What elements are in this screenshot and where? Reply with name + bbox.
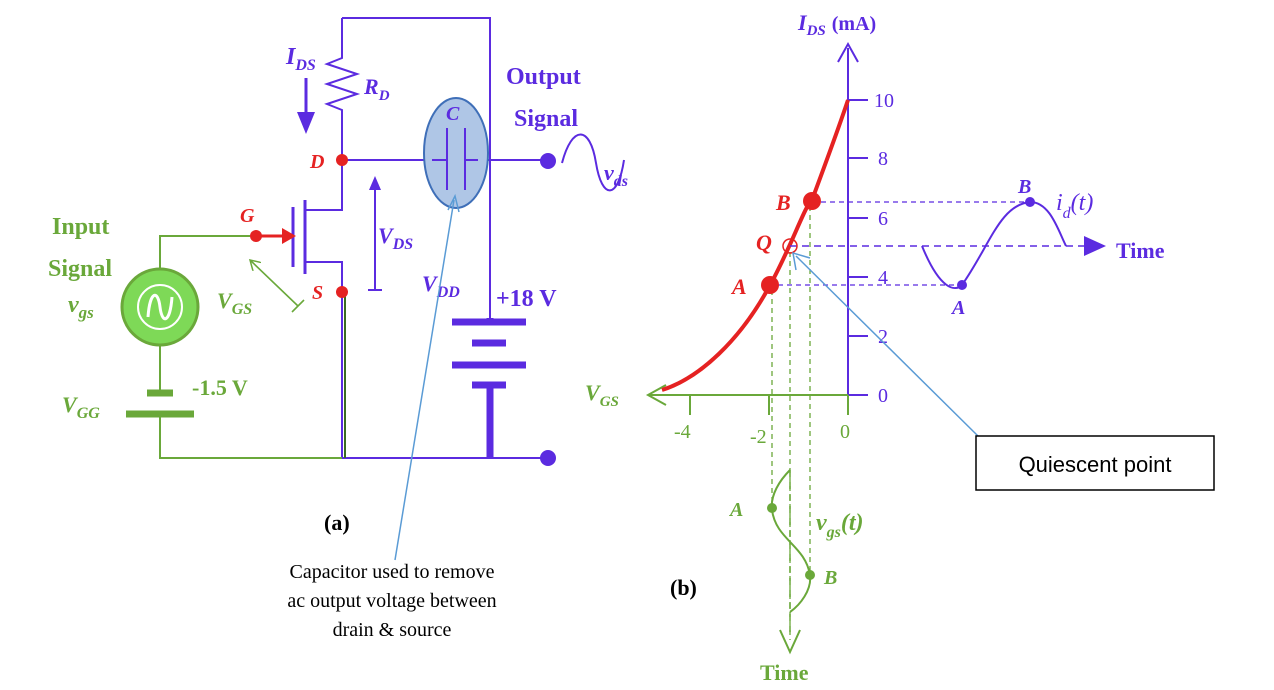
time-label-bottom: Time <box>760 660 809 685</box>
vgs-t-label: vgs(t) <box>816 510 864 541</box>
wave-point-b <box>1025 197 1035 207</box>
vdd-value: +18 V <box>496 286 557 312</box>
gate-voltage-wave <box>770 469 812 613</box>
x-tick-labels: -4 -2 0 <box>674 421 850 448</box>
ground-rail <box>341 292 548 459</box>
rd-label: RD <box>363 74 390 104</box>
quiescent-callout-text: Quiescent point <box>1019 452 1172 477</box>
source-node <box>336 286 348 298</box>
time-axis-bottom-arrow <box>779 629 801 655</box>
ids-arrow-head <box>297 112 315 134</box>
ground-terminal <box>540 450 556 466</box>
x-axis-arrow <box>645 384 667 406</box>
vgg-label: VGG <box>62 392 100 422</box>
circuit-diagram: IDS RD C D G S VDS VGS VDD +18 V VGG -1.… <box>48 17 628 641</box>
gate-wave-point-a <box>767 503 777 513</box>
capacitor-note-line3: drain & source <box>333 619 452 641</box>
y-tick-label-2: 2 <box>878 326 888 348</box>
capacitor-highlight <box>423 97 489 209</box>
point-a-marker <box>761 276 779 294</box>
x-tick-label-neg4: -4 <box>674 421 691 443</box>
x-tick-label-0: 0 <box>840 421 850 443</box>
x-axis-label: VGS <box>585 380 619 410</box>
y-tick-labels: 0 2 4 6 8 10 <box>874 90 894 407</box>
projection-lines-green <box>771 206 811 640</box>
drain-lead <box>305 160 343 211</box>
output-vds-label: vds <box>604 160 628 190</box>
output-title-line1: Output <box>506 64 581 90</box>
transfer-curve <box>661 99 850 392</box>
input-vgs-label: vgs <box>68 292 94 322</box>
input-sine-icon <box>146 294 174 320</box>
quiescent-callout-box <box>975 435 1215 491</box>
x-tick-label-neg2: -2 <box>750 426 767 448</box>
cap-label: C <box>446 103 460 125</box>
gate-wave-label-a: A <box>728 499 743 521</box>
vds-label: VDS <box>378 223 413 253</box>
vds-arrow <box>368 185 382 291</box>
wave-label-a: A <box>950 297 965 319</box>
capacitor-note-line1: Capacitor used to remove <box>290 561 495 583</box>
vgs-label: VGS <box>217 288 252 318</box>
y-tick-label-6: 6 <box>878 208 888 230</box>
capacitor-callout-head <box>447 193 460 213</box>
capacitor-note-line2: ac output voltage between <box>287 590 496 612</box>
wave-point-a <box>957 280 967 290</box>
y-ticks <box>848 99 868 396</box>
drain-label: D <box>309 151 324 173</box>
output-terminal <box>540 153 556 169</box>
time-label-right: Time <box>1116 238 1165 263</box>
quiescent-callout-head <box>792 251 811 271</box>
point-b-marker <box>803 192 821 210</box>
vdd-label: VDD <box>422 271 460 301</box>
wave-label-b: B <box>1017 176 1031 198</box>
output-title-line2: Signal <box>514 106 578 132</box>
gate-node <box>250 230 262 242</box>
point-b-label: B <box>775 190 791 215</box>
x-ticks <box>689 395 849 415</box>
capacitor-callout-line <box>394 199 455 561</box>
caption-b: (b) <box>670 575 697 600</box>
transfer-characteristic-graph: 0 2 4 6 8 10 IDS(mA) -4 -2 0 VGS <box>585 10 1215 685</box>
y-tick-label-10: 10 <box>874 90 894 112</box>
y-axis-label: IDS(mA) <box>797 10 876 39</box>
input-loop-wire <box>159 235 342 459</box>
vgg-battery <box>126 389 194 418</box>
id-t-label: id(t) <box>1056 190 1093 222</box>
output-sine-icon <box>561 133 625 192</box>
vdd-battery <box>452 318 526 458</box>
vgs-arrow <box>250 260 299 307</box>
gate-wave-label-b: B <box>823 567 837 589</box>
gate-wave-point-b <box>805 570 815 580</box>
y-tick-label-0: 0 <box>878 385 888 407</box>
caption-a: (a) <box>324 510 350 535</box>
vgg-value: -1.5 V <box>192 375 248 400</box>
quiescent-callout-line <box>795 255 979 437</box>
input-title-line2: Signal <box>48 256 112 282</box>
drain-node <box>336 154 348 166</box>
gate-arrow-head <box>282 228 296 244</box>
point-a-label: A <box>730 274 747 299</box>
drain-current-wave <box>921 200 1067 289</box>
vgs-arrow-tail <box>291 299 305 313</box>
source-label: S <box>312 282 323 304</box>
y-tick-label-8: 8 <box>878 148 888 170</box>
point-q-marker <box>782 238 798 254</box>
y-tick-label-4: 4 <box>878 267 888 289</box>
capacitor-symbol <box>432 128 478 190</box>
projection-lines <box>769 201 1030 286</box>
time-axis-right-arrow <box>1084 236 1106 256</box>
point-q-label: Q <box>756 230 772 255</box>
gate-label: G <box>240 205 255 227</box>
y-axis-arrow <box>837 41 859 63</box>
vdd-wire <box>342 17 491 318</box>
ids-label: IDS <box>285 44 316 74</box>
input-title-line1: Input <box>52 214 109 240</box>
drain-resistor <box>323 18 361 160</box>
vds-arrow-head <box>369 176 381 190</box>
source-lead <box>305 261 343 292</box>
